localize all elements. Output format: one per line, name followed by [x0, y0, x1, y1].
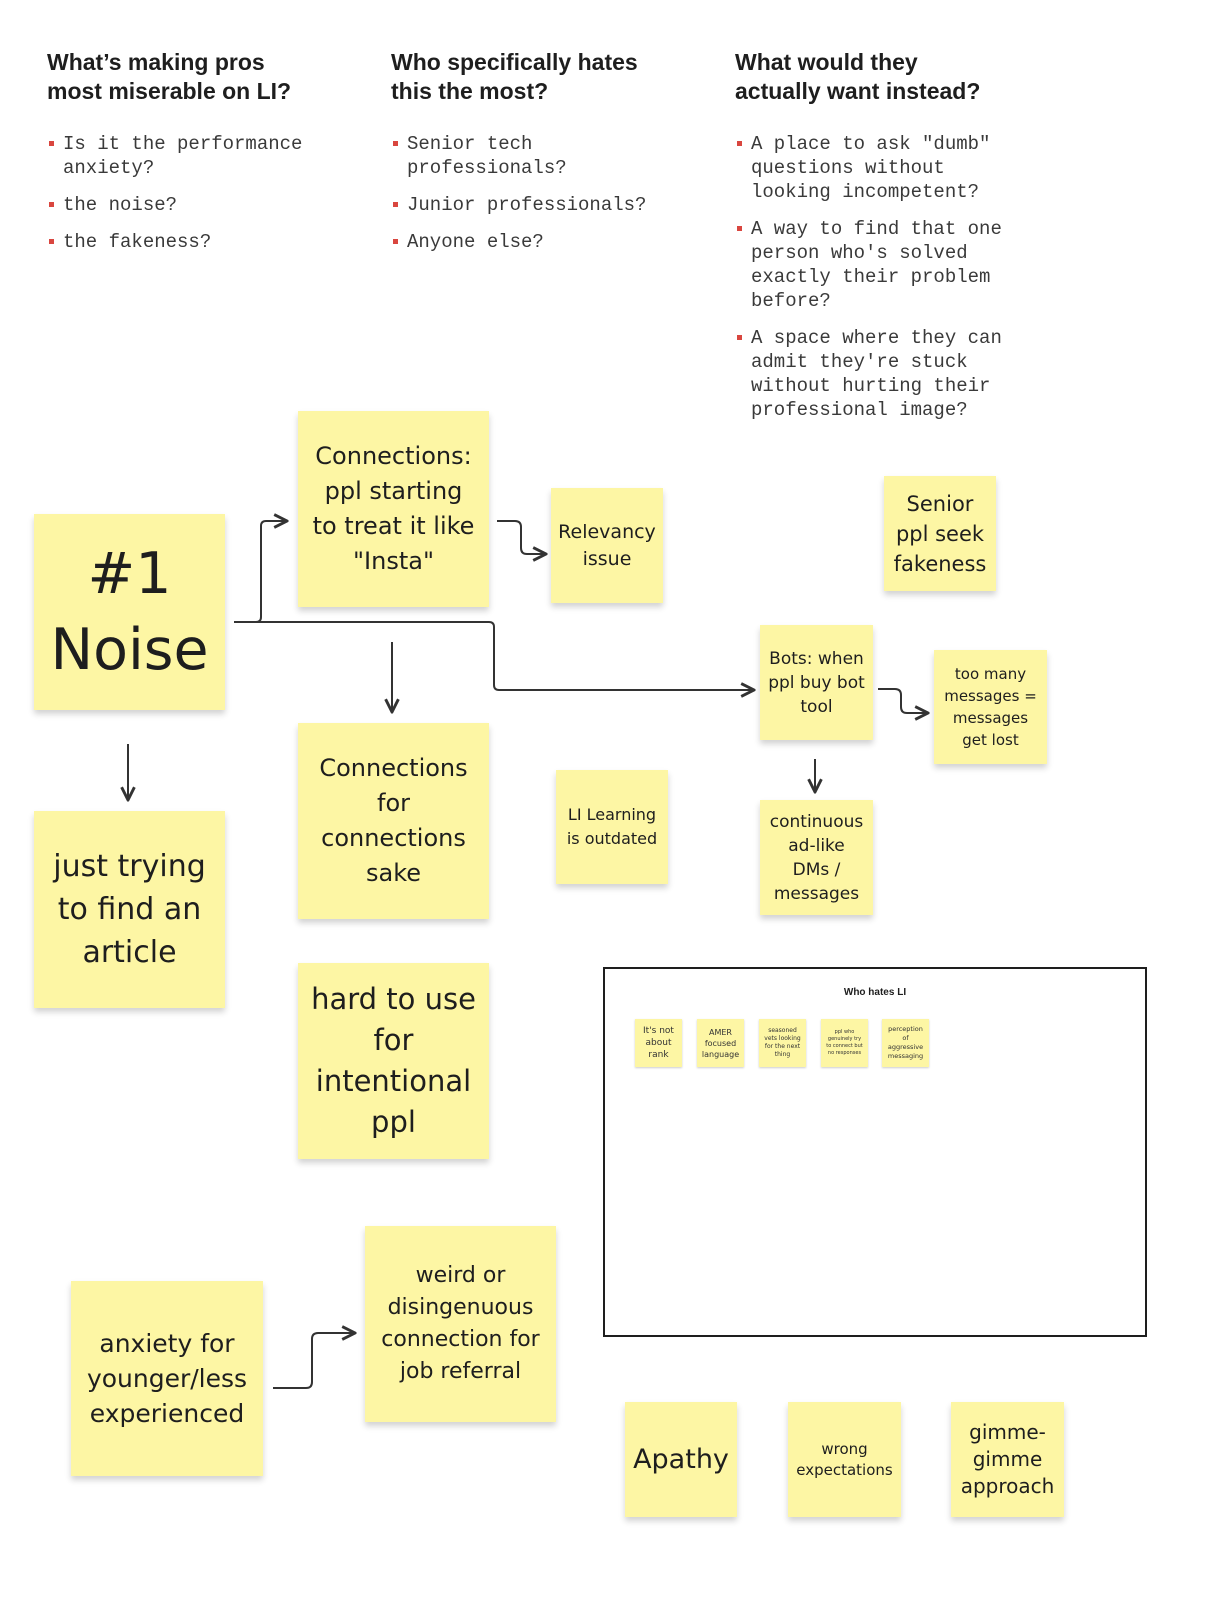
sticky-anxiety[interactable]: anxiety for younger/less experienced	[71, 1281, 263, 1476]
list-item: Junior professionals?	[391, 193, 691, 217]
arrow-noise-to-insta	[234, 521, 287, 623]
sticky-li-learning[interactable]: LI Learning is outdated	[556, 770, 668, 884]
frame-title: Who hates LI	[843, 987, 907, 998]
list-item: Anyone else?	[391, 230, 691, 254]
mini-sticky[interactable]: AMER focused language	[697, 1019, 744, 1067]
question-list: Senior tech professionals? Junior profes…	[391, 132, 691, 254]
sticky-weird-connection[interactable]: weird or disingenuous connection for job…	[365, 1226, 556, 1422]
column-heading: Who specifically hates this the most?	[391, 49, 638, 104]
sticky-too-many-messages[interactable]: too many messages = messages get lost	[934, 650, 1047, 764]
mini-sticky[interactable]: perception of aggressive messaging	[882, 1019, 929, 1067]
question-list: Is it the performance anxiety? the noise…	[47, 132, 347, 254]
column-heading: What would they actually want instead?	[735, 49, 981, 104]
sticky-noise[interactable]: #1 Noise	[34, 514, 225, 710]
mini-sticky[interactable]: seasoned vets looking for the next thing	[759, 1019, 806, 1067]
list-item: A way to find that one person who's solv…	[735, 217, 1065, 313]
sticky-continuous-dms[interactable]: continuous ad-like DMs / messages	[760, 800, 873, 915]
arrow-anxiety-to-weird	[273, 1333, 355, 1389]
mini-sticky[interactable]: It's not about rank	[635, 1019, 682, 1067]
question-column-1: What’s making pros most miserable on LI?…	[47, 48, 347, 267]
question-list: A place to ask "dumb" questions without …	[735, 132, 1065, 422]
question-column-2: Who specifically hates this the most? Se…	[391, 48, 691, 267]
who-hates-frame[interactable]: Who hates LI It's not about rank AMER fo…	[603, 967, 1147, 1337]
list-item: the fakeness?	[47, 230, 347, 254]
list-item: Senior tech professionals?	[391, 132, 691, 180]
sticky-bots[interactable]: Bots: when ppl buy bot tool	[760, 625, 873, 740]
list-item: Is it the performance anxiety?	[47, 132, 347, 180]
arrow-noise-to-bots	[234, 621, 754, 690]
question-column-3: What would they actually want instead? A…	[735, 48, 1065, 435]
sticky-apathy[interactable]: Apathy	[625, 1402, 737, 1517]
list-item: A place to ask "dumb" questions without …	[735, 132, 1065, 204]
arrow-bots-to-too-many	[878, 688, 928, 713]
sticky-connections-sake[interactable]: Connections for connections sake	[298, 723, 489, 919]
sticky-connections-insta[interactable]: Connections: ppl starting to treat it li…	[298, 411, 489, 607]
sticky-gimme-approach[interactable]: gimme- gimme approach	[951, 1402, 1064, 1517]
list-item: A space where they can admit they're stu…	[735, 326, 1065, 422]
sticky-find-article[interactable]: just trying to find an article	[34, 811, 225, 1008]
sticky-hard-to-use[interactable]: hard to use for intentional ppl	[298, 963, 489, 1159]
arrow-insta-to-relevancy	[497, 520, 546, 554]
list-item: the noise?	[47, 193, 347, 217]
sticky-relevancy-issue[interactable]: Relevancy issue	[551, 488, 663, 603]
sticky-wrong-expectations[interactable]: wrong expectations	[788, 1402, 901, 1517]
column-heading: What’s making pros most miserable on LI?	[47, 49, 292, 104]
sticky-senior-fakeness[interactable]: Senior ppl seek fakeness	[884, 476, 996, 591]
mini-sticky[interactable]: ppl who genuinely try to connect but no …	[821, 1019, 868, 1067]
